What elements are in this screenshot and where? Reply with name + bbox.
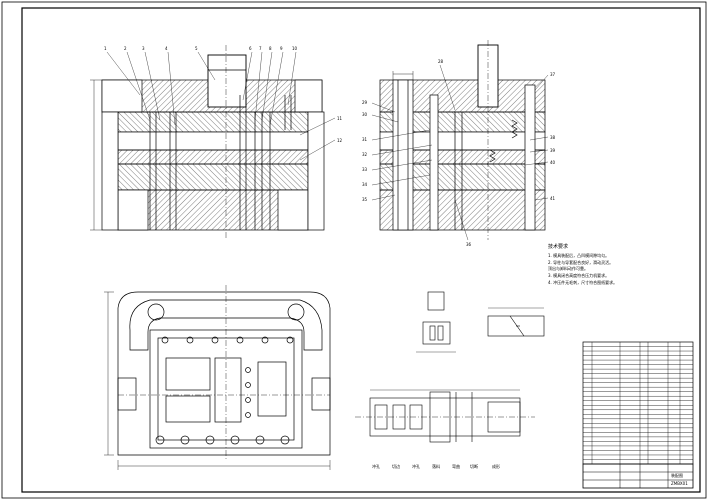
title-block-name: 装配图 [671,472,683,478]
balloon-label: 34 [362,182,368,187]
part-detail-2 [487,307,545,337]
balloon-labels-right: 28 29 30 31 32 33 34 35 36 37 38 39 40 4… [362,59,556,247]
balloon-label: 29 [362,100,368,105]
balloon-label: 1 [104,46,107,51]
plan-dimension-height [104,291,114,456]
balloon-label: 37 [550,72,556,77]
title-block [582,463,694,489]
part-detail-1 [416,291,456,353]
balloon-label: 28 [438,59,444,64]
strip-station-label: 弯曲 [452,463,460,469]
balloon-label: 8 [269,46,272,51]
balloon-label: 31 [362,137,368,142]
title-block-code: ZMBX01 [671,481,688,486]
balloon-label: 41 [550,196,556,201]
section-view-left [101,45,325,240]
bill-of-materials [582,341,694,465]
dimension-height-left [90,79,102,231]
balloon-label: 2 [124,46,127,51]
balloon-labels-left: 1 2 3 4 5 6 7 8 9 10 11 12 [104,46,343,143]
balloon-label: 9 [280,46,283,51]
requirement-line: 顶出与卸料动作可靠。 [548,265,588,271]
technical-requirements: 技术要求 1. 模具装配后，凸凹模间隙均匀。 2. 导柱与导套配合良好，滑动灵活… [548,243,617,285]
strip-layout [355,389,535,443]
strip-station-label: 切边 [392,463,400,469]
plan-dimension-width [117,460,331,470]
strip-station-label: 切断 [470,463,478,469]
strip-station-label: 落料 [432,463,440,469]
balloon-label: 5 [195,46,198,51]
balloon-label: 35 [362,197,368,202]
balloon-leaders-right [371,64,549,241]
balloon-label: 36 [466,242,472,247]
balloon-label: 38 [550,135,556,140]
title-block-text: 装配图 ZMBX01 [671,472,688,486]
dimension-top-right [392,71,414,80]
strip-station-label: 冲孔 [372,463,380,469]
strip-labels: 冲孔 切边 冲孔 落料 弯曲 切断 成形 [372,463,500,469]
requirement-line: 3. 模具闭合高度符合压力机要求。 [548,272,609,278]
balloon-label: 7 [259,46,262,51]
balloon-label: 33 [362,167,368,172]
balloon-label: 11 [337,116,343,121]
requirements-title: 技术要求 [548,243,568,250]
requirement-line: 1. 模具装配后，凸凹模间隙均匀。 [548,252,609,258]
section-view-right [379,40,546,240]
inner-border [21,7,701,493]
plan-view [117,285,331,460]
strip-station-label: 成形 [492,463,500,469]
balloon-leaders-left [106,51,336,161]
balloon-label: 12 [337,138,343,143]
balloon-label: 30 [362,112,368,117]
balloon-label: 4 [165,46,168,51]
requirement-line: 2. 导柱与导套配合良好，滑动灵活。 [548,259,613,265]
balloon-label: 10 [292,46,298,51]
strip-station-label: 冲孔 [412,463,420,469]
balloon-label: 6 [249,46,252,51]
plan-bolt-holes [155,336,294,445]
balloon-label: 39 [550,148,556,153]
balloon-label: 32 [362,152,368,157]
requirement-line: 4. 冲压件无毛刺，尺寸符合图纸要求。 [548,279,617,285]
balloon-label: 40 [550,160,556,165]
balloon-label: 3 [142,46,145,51]
